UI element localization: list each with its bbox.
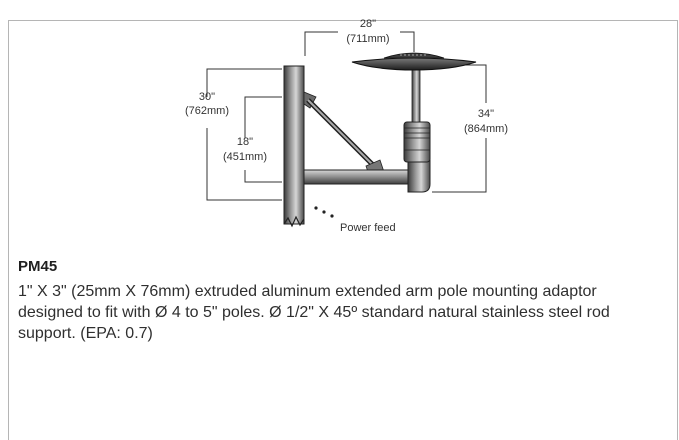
pole-mount-diagram: 28" (711mm) 30" (762mm) 18" (451mm) 34" … (185, 18, 508, 234)
extended-arm (303, 159, 431, 193)
overall-height-in-label: 30" (199, 91, 215, 103)
rod-support (303, 91, 385, 173)
light-fixture (351, 52, 477, 163)
product-code: PM45 (18, 258, 58, 275)
width-mm-label: (711mm) (346, 33, 389, 45)
arm-height-mm-label: (451mm) (223, 151, 267, 163)
fixture-height-in-label: 34" (478, 108, 494, 120)
overall-height-mm-label: (762mm) (185, 105, 229, 117)
dimension-lines (206, 31, 487, 201)
power-feed-dots (314, 206, 334, 218)
product-description: 1" X 3" (25mm X 76mm) extruded aluminum … (18, 283, 610, 342)
card-frame (8, 20, 678, 440)
arm-height-in-label: 18" (237, 136, 253, 148)
width-in-label: 28" (360, 18, 376, 30)
fixture-height-mm-label: (864mm) (464, 123, 508, 135)
power-feed-label: Power feed (340, 222, 396, 234)
pole (283, 65, 305, 228)
